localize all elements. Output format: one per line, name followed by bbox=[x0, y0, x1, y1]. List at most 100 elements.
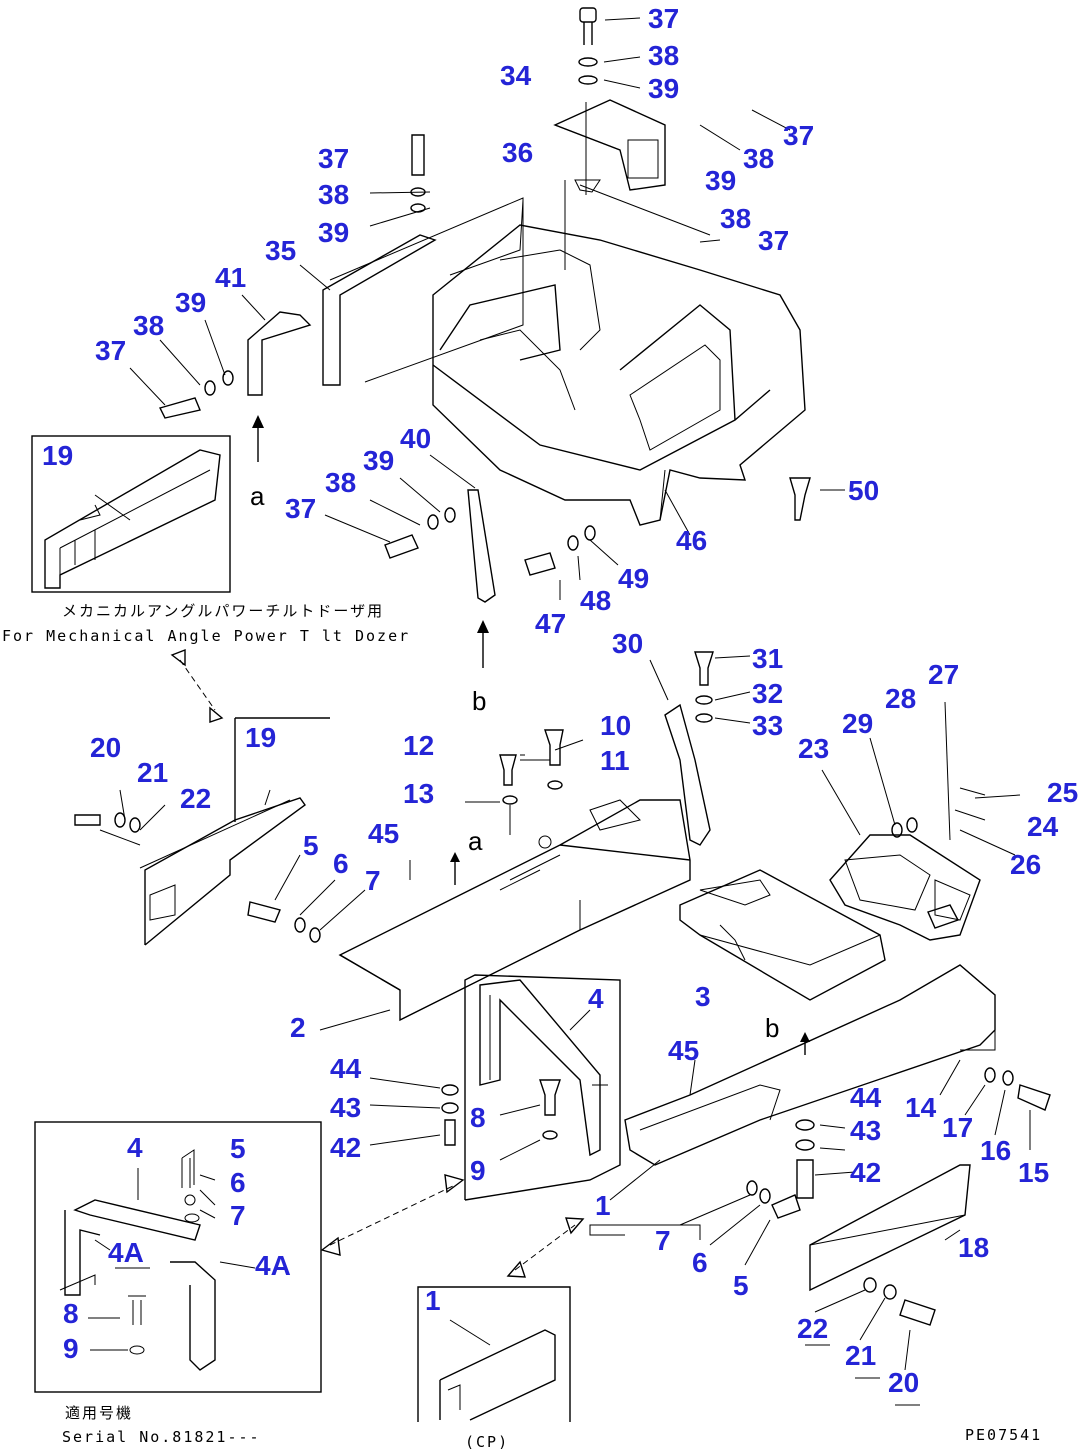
guard-19 bbox=[139, 717, 330, 946]
callout-39: 39 bbox=[648, 73, 679, 104]
callout-26: 26 bbox=[1010, 849, 1041, 880]
callout-28: 28 bbox=[885, 683, 916, 714]
arrow-letter-b: b bbox=[472, 686, 486, 716]
callout-14: 14 bbox=[905, 1092, 937, 1123]
callout-4A: 4A bbox=[255, 1250, 291, 1281]
callout-22: 22 bbox=[180, 783, 211, 814]
callout-25: 25 bbox=[1047, 777, 1078, 808]
caption-dozer-jp: メカニカルアングルパワーチルトドーザ用 bbox=[62, 602, 384, 620]
hardware bbox=[74, 7, 1051, 1326]
frame-3 bbox=[679, 869, 886, 1001]
callouts: 37 38 39 34 37 38 39 36 38 37 37 38 39 3… bbox=[42, 3, 1078, 1398]
callout-37: 37 bbox=[783, 120, 814, 151]
callout-4: 4 bbox=[127, 1132, 143, 1163]
reference-arrows bbox=[252, 415, 810, 1055]
connector-arrows bbox=[170, 648, 585, 1278]
callout-27: 27 bbox=[928, 659, 959, 690]
callout-37: 37 bbox=[758, 225, 789, 256]
callout-34: 34 bbox=[500, 60, 532, 91]
callout-24: 24 bbox=[1027, 811, 1059, 842]
callout-46: 46 bbox=[676, 525, 707, 556]
inset-serial-parts bbox=[59, 1149, 216, 1371]
callout-7: 7 bbox=[655, 1225, 671, 1256]
callout-6: 6 bbox=[333, 848, 349, 879]
callout-15: 15 bbox=[1018, 1157, 1049, 1188]
cab-hood-assembly bbox=[432, 199, 806, 526]
leader-lines bbox=[88, 17, 1031, 1406]
callout-42: 42 bbox=[330, 1132, 361, 1163]
panel-35 bbox=[322, 197, 524, 386]
callout-44: 44 bbox=[850, 1082, 882, 1113]
callout-4A: 4A bbox=[108, 1237, 144, 1268]
line-art bbox=[31, 7, 1051, 1422]
callout-47: 47 bbox=[535, 608, 566, 639]
callout-32: 32 bbox=[752, 678, 783, 709]
callout-39: 39 bbox=[705, 165, 736, 196]
callout-29: 29 bbox=[842, 708, 873, 739]
bracket-4 bbox=[464, 974, 701, 1240]
callout-6: 6 bbox=[230, 1167, 246, 1198]
callout-38: 38 bbox=[325, 467, 356, 498]
callout-38: 38 bbox=[743, 143, 774, 174]
callout-5: 5 bbox=[303, 830, 319, 861]
callout-50: 50 bbox=[848, 475, 879, 506]
callout-43: 43 bbox=[330, 1092, 361, 1123]
callout-21: 21 bbox=[137, 757, 168, 788]
callout-12: 12 bbox=[403, 730, 434, 761]
callout-5: 5 bbox=[230, 1133, 246, 1164]
caption-dozer-en: For Mechanical Angle Power T lt Dozer bbox=[2, 627, 410, 645]
arrow-letter-b: b bbox=[765, 1013, 779, 1043]
callout-21: 21 bbox=[845, 1340, 876, 1371]
callout-39: 39 bbox=[318, 217, 349, 248]
callout-39: 39 bbox=[175, 287, 206, 318]
callout-10: 10 bbox=[600, 710, 631, 741]
callout-19: 19 bbox=[245, 722, 276, 753]
callout-8: 8 bbox=[63, 1298, 79, 1329]
bracket-41 bbox=[247, 311, 312, 396]
callout-45: 45 bbox=[368, 818, 399, 849]
callout-42: 42 bbox=[850, 1157, 881, 1188]
callout-38: 38 bbox=[648, 40, 679, 71]
callout-35: 35 bbox=[265, 235, 296, 266]
callout-9: 9 bbox=[470, 1155, 486, 1186]
callout-9: 9 bbox=[63, 1333, 79, 1364]
callout-38: 38 bbox=[133, 310, 164, 341]
rod-40 bbox=[467, 489, 496, 603]
drawing-code: PE07541 bbox=[965, 1426, 1042, 1444]
arrow-letter-a: a bbox=[250, 481, 265, 511]
bar-30 bbox=[664, 703, 711, 846]
callout-41: 41 bbox=[215, 262, 246, 293]
callout-16: 16 bbox=[980, 1135, 1011, 1166]
callout-40: 40 bbox=[400, 423, 431, 454]
callout-11: 11 bbox=[600, 745, 630, 776]
callout-37: 37 bbox=[648, 3, 679, 34]
caption-serial-jp: 適用号機 bbox=[65, 1404, 133, 1422]
callout-43: 43 bbox=[850, 1115, 881, 1146]
callout-22: 22 bbox=[797, 1313, 828, 1344]
callout-49: 49 bbox=[618, 563, 649, 594]
caption-serial-en: Serial No.81821--- bbox=[62, 1428, 261, 1446]
cover-23 bbox=[829, 834, 981, 941]
frame-1 bbox=[624, 964, 996, 1166]
callout-37: 37 bbox=[285, 493, 316, 524]
callout-13: 13 bbox=[403, 778, 434, 809]
callout-6: 6 bbox=[692, 1247, 708, 1278]
caption-cp: (CP) bbox=[465, 1433, 509, 1451]
callout-23: 23 bbox=[798, 733, 829, 764]
callout-1: 1 bbox=[595, 1190, 611, 1221]
callout-30: 30 bbox=[612, 628, 643, 659]
callout-37: 37 bbox=[318, 143, 349, 174]
callout-1: 1 bbox=[425, 1285, 441, 1316]
callout-20: 20 bbox=[888, 1367, 919, 1398]
callout-20: 20 bbox=[90, 732, 121, 763]
callout-8: 8 bbox=[470, 1102, 486, 1133]
callout-44: 44 bbox=[330, 1053, 362, 1084]
callout-39: 39 bbox=[363, 445, 394, 476]
callout-38: 38 bbox=[720, 203, 751, 234]
callout-36: 36 bbox=[502, 137, 533, 168]
callout-7: 7 bbox=[365, 865, 381, 896]
frame-2 bbox=[338, 799, 691, 1022]
inset-19-part bbox=[44, 449, 221, 589]
callout-48: 48 bbox=[580, 585, 611, 616]
